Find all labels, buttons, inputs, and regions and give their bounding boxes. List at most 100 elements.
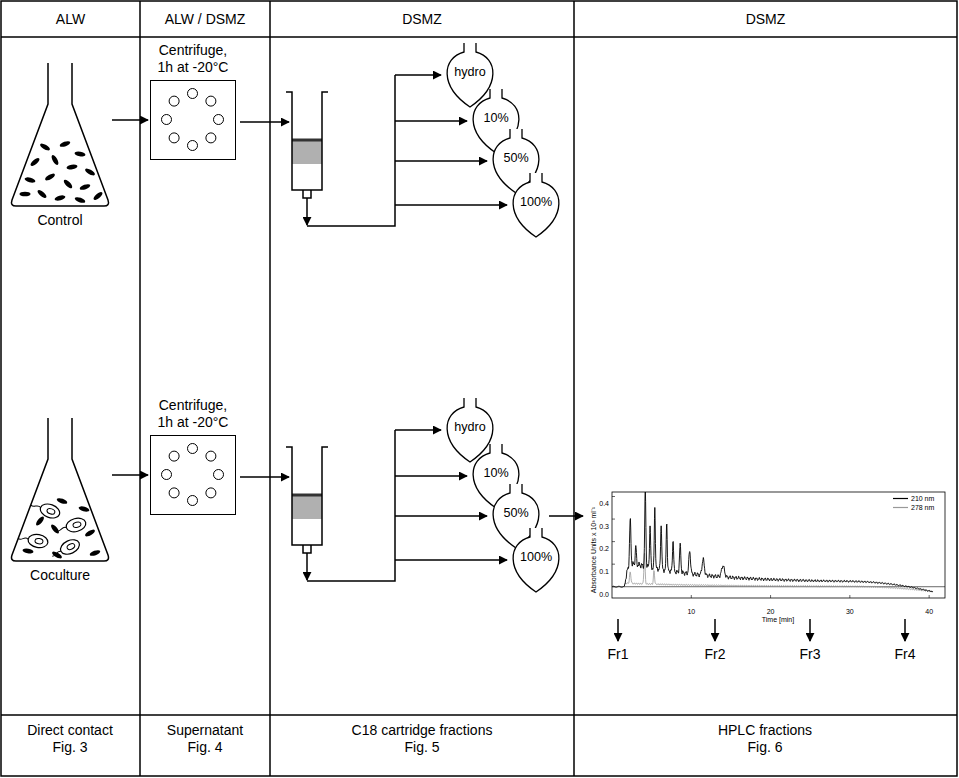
- figure-reference: HPLC fractions Fig. 6: [710, 722, 820, 756]
- label-holder: 20: [731, 600, 811, 618]
- legend-entry: 278 nm: [911, 503, 934, 512]
- flow-arrow: [112, 119, 148, 121]
- c18-cartridge: [240, 430, 395, 581]
- header-cell: ALW: [1, 11, 140, 28]
- fraction-flask: hydro: [440, 42, 500, 108]
- fraction-label: 10%: [466, 465, 526, 482]
- axis-tick: 0.4: [599, 500, 609, 508]
- c18-cartridge: [240, 75, 395, 226]
- fraction-label: 50%: [486, 150, 546, 167]
- rotor-tubes: [151, 81, 234, 158]
- label-holder: 0.0: [579, 583, 609, 601]
- round-bottom-flask: [486, 128, 546, 194]
- erlenmeyer-flask: [10, 62, 110, 208]
- axis-tick: 30: [846, 608, 854, 616]
- fraction-flask: hydro: [440, 397, 500, 463]
- fraction-flask: 50%: [486, 483, 546, 549]
- axis-tick: 10: [687, 608, 695, 616]
- axis-tick: 40: [925, 608, 933, 616]
- column-heading: ALW: [1, 11, 140, 28]
- legend-line-sample: [893, 498, 908, 499]
- centrifuge-rotor: [150, 80, 236, 160]
- label-holder: Fr1: [578, 645, 658, 663]
- fraction-name: Fr4: [895, 646, 916, 663]
- fraction-flask: 100%: [506, 172, 566, 238]
- fraction-flask: 10%: [466, 88, 526, 154]
- round-bottom-flask: [466, 443, 526, 509]
- label-holder: Fr2: [675, 645, 755, 663]
- axis-title: Absorbance Units x 10³ ml⁻¹: [590, 507, 598, 593]
- culture-flask: Control: [10, 62, 110, 234]
- label-holder: 10: [651, 600, 731, 618]
- round-bottom-flask: [466, 88, 526, 154]
- label-holder: 0.3: [579, 515, 609, 533]
- fraction-label: 100%: [506, 194, 566, 211]
- column-heading: ALW / DSMZ: [140, 11, 270, 28]
- column-heading: DSMZ: [270, 11, 574, 28]
- label-holder: 0.1: [579, 560, 609, 578]
- axis-tick: 20: [767, 608, 775, 616]
- footer-cell: HPLC fractions Fig. 6: [710, 722, 820, 756]
- fraction-branches: [395, 75, 507, 560]
- fraction-name: Fr3: [800, 646, 821, 663]
- axis-tick: 0.0: [599, 591, 609, 599]
- rotor-tubes: [151, 436, 234, 513]
- fraction-flask: 10%: [466, 443, 526, 509]
- footer-cell: Direct contact Fig. 3: [15, 722, 125, 756]
- erlenmeyer-flask: [10, 417, 110, 563]
- fraction-label: hydro: [440, 64, 500, 81]
- legend-entry: 210 nm: [911, 494, 934, 503]
- label-holder: 0.2: [579, 537, 609, 555]
- figure-reference: Direct contact Fig. 3: [15, 722, 125, 756]
- axis-tick: 0.1: [599, 568, 609, 576]
- label-holder: 30: [810, 600, 890, 618]
- hplc-chromatogram: [612, 488, 945, 598]
- centrifuge-label: Centrifuge, 1h at -20°C: [150, 397, 236, 431]
- label-holder: Fr3: [770, 645, 850, 663]
- figure-reference: Supernatant Fig. 4: [158, 722, 253, 756]
- figure-reference: C18 cartridge fractions Fig. 5: [345, 722, 500, 756]
- legend-line-sample: [893, 507, 908, 508]
- round-bottom-flask: [440, 397, 500, 463]
- header-cell: DSMZ: [574, 11, 957, 28]
- footer-cell: C18 cartridge fractions Fig. 5: [345, 722, 500, 756]
- centrifuge-box: Centrifuge, 1h at -20°C: [150, 397, 236, 515]
- culture-label: Control: [10, 212, 110, 229]
- to-hplc-arrow: [549, 515, 583, 517]
- footer-cell: Supernatant Fig. 4: [158, 722, 253, 756]
- round-bottom-flask: [506, 527, 566, 593]
- fraction-flask: 50%: [486, 128, 546, 194]
- centrifuge-rotor: [150, 435, 236, 515]
- legend-holder: 278 nm: [911, 503, 934, 512]
- label-holder: Time [min]: [738, 608, 818, 626]
- centrifuge-label: Centrifuge, 1h at -20°C: [150, 42, 236, 76]
- label-holder: Absorbance Units x 10³ ml⁻¹: [582, 490, 600, 610]
- culture-label: Coculture: [10, 567, 110, 584]
- fraction-label: hydro: [440, 419, 500, 436]
- round-bottom-flask: [486, 483, 546, 549]
- header-cell: DSMZ: [270, 11, 574, 28]
- fraction-name: Fr2: [705, 646, 726, 663]
- centrifuge-box: Centrifuge, 1h at -20°C: [150, 42, 236, 160]
- fraction-label: 10%: [466, 110, 526, 127]
- fraction-arrows: [618, 619, 905, 641]
- header-cell: ALW / DSMZ: [140, 11, 270, 28]
- axis-title: Time [min]: [762, 616, 794, 624]
- axis-tick: 0.2: [599, 545, 609, 553]
- axis-tick: 0.3: [599, 523, 609, 531]
- fraction-label: 50%: [486, 505, 546, 522]
- round-bottom-flask: [506, 172, 566, 238]
- culture-flask: Coculture: [10, 417, 110, 589]
- fraction-name: Fr1: [608, 646, 629, 663]
- fraction-flask: 100%: [506, 527, 566, 593]
- label-holder: 0.4: [579, 492, 609, 510]
- legend-holder: 210 nm: [911, 494, 934, 503]
- column-heading: DSMZ: [574, 11, 957, 28]
- flow-arrow: [112, 474, 148, 476]
- label-holder: Fr4: [865, 645, 945, 663]
